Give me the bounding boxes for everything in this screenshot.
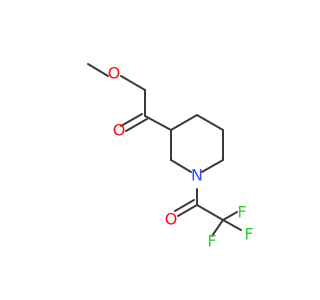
bond-carbonyl-ring-c3: [144, 115, 172, 131]
atom-labels: O O N O F F F: [108, 64, 254, 251]
molecule-structure: O O N O F F F: [87, 63, 254, 251]
bond-amide-c-o-double-2: [174, 199, 195, 212]
bond-ring-c6-n: [201, 159, 224, 173]
bond-ring-c4-c5: [196, 114, 224, 131]
ester-carbonyl-oxygen-label: O: [113, 121, 126, 140]
bond-cf3-f-right: [222, 219, 242, 231]
bond-ester-c-o-double-2: [125, 118, 148, 132]
bond-ring-c3-c4: [170, 114, 198, 131]
bond-cf3-f-top: [222, 211, 238, 221]
ring-nitrogen-label: N: [191, 166, 203, 185]
bond-cf3-f-bottom: [211, 219, 224, 237]
bond-methyl-ester-oxygen: [87, 63, 109, 77]
fluorine-top-label: F: [237, 203, 246, 222]
fluorine-bottom-label: F: [207, 232, 216, 251]
bond-amide-cf3: [196, 204, 224, 221]
bond-amide-c-o-double-1: [177, 204, 198, 217]
amide-carbonyl-oxygen-label: O: [165, 210, 178, 229]
bond-ring-n-c2: [170, 159, 192, 173]
bonds: [87, 63, 242, 237]
fluorine-right-label: F: [244, 225, 253, 244]
bond-ester-c-o-double-1: [120, 113, 143, 127]
bond-ester-oxygen-carbonyl-carbon: [120, 75, 146, 91]
ester-oxygen-label: O: [108, 64, 121, 83]
